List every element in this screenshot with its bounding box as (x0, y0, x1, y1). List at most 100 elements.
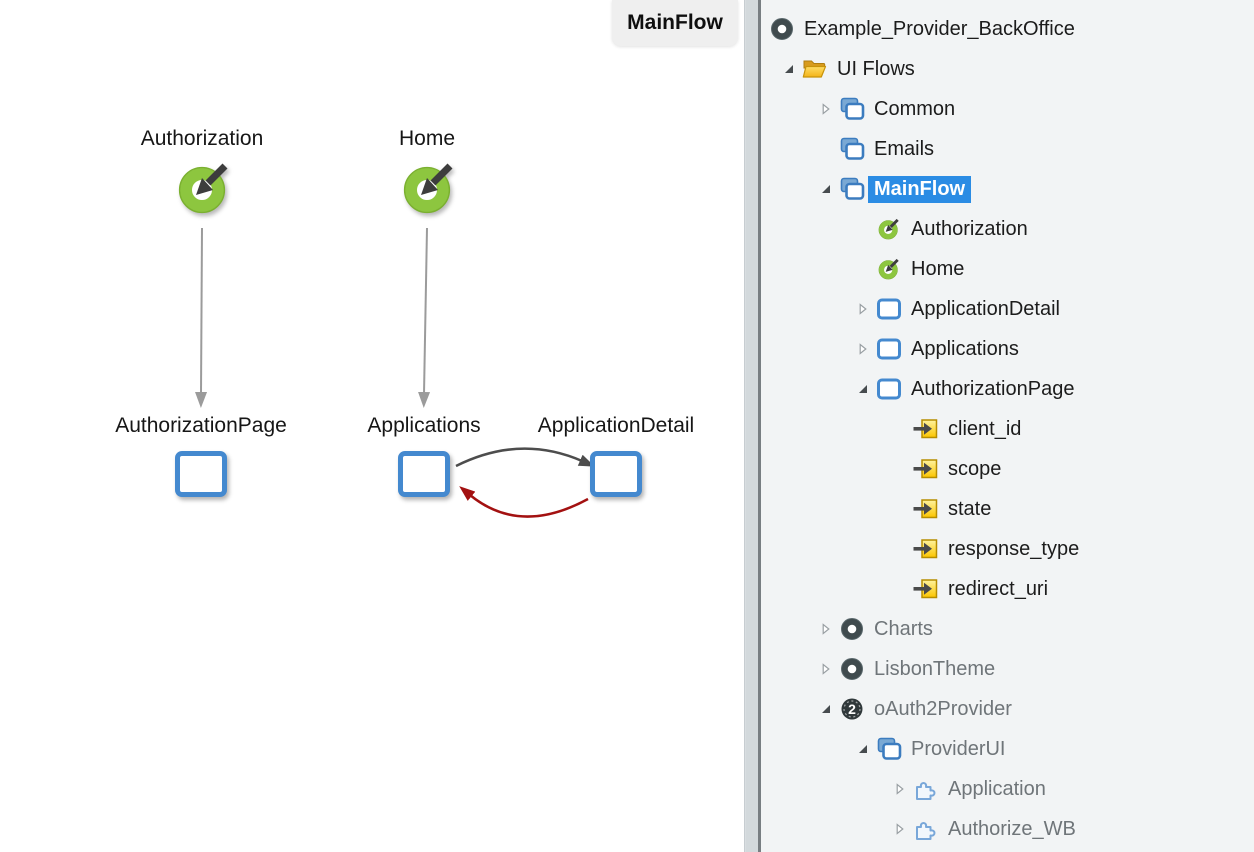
oauth2-icon-glyph (839, 697, 865, 721)
chevron-expanded-icon[interactable] (857, 742, 876, 756)
web-block-icon (913, 817, 939, 841)
chevron-expanded-icon[interactable] (820, 702, 839, 716)
tree-item-Authorization[interactable]: Authorization (761, 209, 1254, 249)
chevron-collapsed-icon[interactable] (857, 302, 876, 316)
tree-item-label: oAuth2Provider (874, 697, 1012, 720)
tree-item-AuthorizationPage[interactable]: AuthorizationPage (761, 369, 1254, 409)
web-block-icon-glyph (913, 777, 939, 801)
chevron-expanded-icon[interactable] (783, 62, 802, 76)
flow-node-label-AuthorizationPage[interactable]: AuthorizationPage (115, 414, 287, 437)
input-param-icon-glyph (913, 577, 939, 601)
tree-item-client_id[interactable]: client_id (761, 409, 1254, 449)
chevron-collapsed-icon[interactable] (820, 102, 839, 116)
chevron-expanded-icon[interactable] (820, 182, 839, 196)
tree-item-oAuth2Provider[interactable]: oAuth2Provider (761, 689, 1254, 729)
flow-node-AuthorizationPage[interactable] (175, 451, 227, 497)
scrollbar-thumb[interactable] (746, 0, 758, 852)
tree-item-label: scope (948, 457, 1002, 480)
entry-point-icon-glyph (876, 257, 902, 281)
flow-node-Applications[interactable] (398, 451, 450, 497)
expanded-glyph (783, 63, 795, 75)
tree-item-label: Charts (874, 617, 933, 640)
tree-item-label: redirect_uri (948, 577, 1049, 600)
espace-icon-glyph (769, 17, 795, 41)
tab-mainflow[interactable]: MainFlow (612, 0, 738, 46)
input-param-icon (913, 497, 939, 521)
tree-item-label: response_type (948, 537, 1080, 560)
tree-item-LisbonTheme[interactable]: LisbonTheme (761, 649, 1254, 689)
chevron-collapsed-icon[interactable] (857, 342, 876, 356)
flow-node-label-Applications[interactable]: Applications (367, 414, 481, 437)
expander-spacer (857, 222, 876, 236)
flow-node-ApplicationDetail[interactable] (590, 451, 642, 497)
entry-point-icon (876, 257, 902, 281)
tree-item-Applications[interactable]: Applications (761, 329, 1254, 369)
tree-item-state[interactable]: state (761, 489, 1254, 529)
collapsed-glyph (857, 303, 869, 315)
screen-icon (876, 337, 902, 361)
ui-flow-icon-glyph (839, 137, 865, 161)
screen-icon-glyph (876, 377, 902, 401)
tree-item-label: AuthorizationPage (911, 377, 1075, 400)
collapsed-glyph (820, 623, 832, 635)
tree-item-Common[interactable]: Common (761, 89, 1254, 129)
tree-item-Emails[interactable]: Emails (761, 129, 1254, 169)
chevron-collapsed-icon[interactable] (894, 782, 913, 796)
tree-item-Home[interactable]: Home (761, 249, 1254, 289)
collapsed-glyph (894, 823, 906, 835)
flow-node-label-Authorization[interactable]: Authorization (140, 127, 264, 150)
input-param-icon (913, 417, 939, 441)
tree-item-response_type[interactable]: response_type (761, 529, 1254, 569)
web-block-icon (913, 777, 939, 801)
tree-item-label: LisbonTheme (874, 657, 996, 680)
collapsed-glyph (857, 343, 869, 355)
tree-item-Charts[interactable]: Charts (761, 609, 1254, 649)
chevron-expanded-icon[interactable] (857, 382, 876, 396)
flow-edge-Authorization-to-AuthorizationPage[interactable] (195, 227, 208, 408)
flow-edges (195, 227, 595, 518)
tree-item-Example_Provider_BackOffice[interactable]: Example_Provider_BackOffice (761, 9, 1254, 49)
flow-node-label-ApplicationDetail[interactable]: ApplicationDetail (537, 414, 695, 437)
input-param-icon (913, 577, 939, 601)
tree-item-label: UI Flows (837, 57, 915, 80)
input-param-icon-glyph (913, 457, 939, 481)
screen-icon (876, 297, 902, 321)
espace-icon-glyph (839, 657, 865, 681)
input-param-icon-glyph (913, 537, 939, 561)
flow-edge-ApplicationDetail-to-Applications[interactable] (459, 486, 589, 518)
flow-node-label-Home[interactable]: Home (398, 127, 456, 150)
espace-icon (839, 657, 865, 681)
chevron-collapsed-icon[interactable] (820, 662, 839, 676)
chevron-collapsed-icon[interactable] (820, 622, 839, 636)
tree-item-MainFlow[interactable]: MainFlow (761, 169, 1254, 209)
tree-item-redirect_uri[interactable]: redirect_uri (761, 569, 1254, 609)
tree-item-ProviderUI[interactable]: ProviderUI (761, 729, 1254, 769)
folder-open-icon-glyph (802, 57, 828, 81)
chevron-collapsed-icon[interactable] (894, 822, 913, 836)
tree-item-label: ProviderUI (911, 737, 1006, 760)
tree-item-UI Flows[interactable]: UI Flows (761, 49, 1254, 89)
flow-node-Authorization[interactable] (175, 159, 233, 217)
canvas-vertical-scrollbar[interactable] (744, 0, 759, 852)
tree-item-scope[interactable]: scope (761, 449, 1254, 489)
expander-spacer (894, 462, 913, 476)
input-param-icon (913, 537, 939, 561)
tree-item-Authorize_WB[interactable]: Authorize_WB (761, 809, 1254, 849)
input-param-icon-glyph (913, 497, 939, 521)
tree-item-Application[interactable]: Application (761, 769, 1254, 809)
panel-separator[interactable] (758, 0, 761, 852)
collapsed-glyph (820, 103, 832, 115)
tree-item-label: client_id (948, 417, 1022, 440)
tree-item-label: Home (911, 257, 965, 280)
expander-spacer (894, 502, 913, 516)
expanded-glyph (857, 743, 869, 755)
flow-edge-Home-to-Applications[interactable] (418, 227, 431, 408)
flow-edge-Applications-to-ApplicationDetail[interactable] (455, 447, 595, 468)
expander-spacer (857, 262, 876, 276)
tree-item-ApplicationDetail[interactable]: ApplicationDetail (761, 289, 1254, 329)
expanded-glyph (857, 383, 869, 395)
flow-node-Home[interactable] (400, 159, 458, 217)
collapsed-glyph (820, 663, 832, 675)
espace-icon (769, 17, 795, 41)
